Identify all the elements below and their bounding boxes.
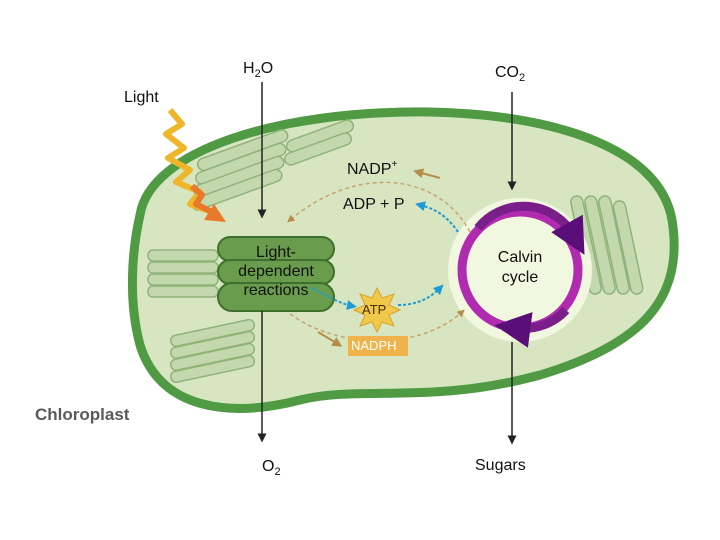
co2-label: CO2 xyxy=(495,64,526,84)
nadph-label: NADPH xyxy=(351,338,397,353)
atp-label: ATP xyxy=(362,302,387,317)
thylakoid-stack-left xyxy=(147,249,219,298)
adp-return-arrow xyxy=(415,201,459,233)
atp-starburst-icon xyxy=(352,286,402,334)
light-wave-icon xyxy=(163,108,214,215)
chloroplast-label: Chloroplast xyxy=(35,405,130,424)
calvin-cycle-arrow-bottom xyxy=(494,306,570,348)
thylakoid-stack-bottom xyxy=(170,318,256,384)
nadph-box xyxy=(348,336,408,356)
light-arrow-head-icon xyxy=(204,204,226,222)
h2o-label: H2O xyxy=(243,60,274,80)
thylakoid-stack-top xyxy=(191,119,355,211)
light-reactions-stack xyxy=(217,236,335,312)
light-label: Light xyxy=(124,89,159,106)
nadp-label: NADP+ xyxy=(347,159,398,178)
nadp-arrow xyxy=(413,168,441,179)
atp-to-calvin-arrow xyxy=(397,284,444,306)
nadph-arrow xyxy=(317,331,343,347)
calvin-cycle-arrow-top xyxy=(474,201,585,255)
calvin-cycle-label: Calvin cycle xyxy=(497,249,543,286)
o2-label: O2 xyxy=(262,458,281,478)
sugars-label: Sugars xyxy=(475,457,526,474)
recycle-arc-top xyxy=(287,181,471,233)
light-reactions-label: Light- dependent reactions xyxy=(238,244,314,299)
adp-label: ADP + P xyxy=(343,196,405,213)
reactions-to-atp-arrow xyxy=(311,287,357,310)
